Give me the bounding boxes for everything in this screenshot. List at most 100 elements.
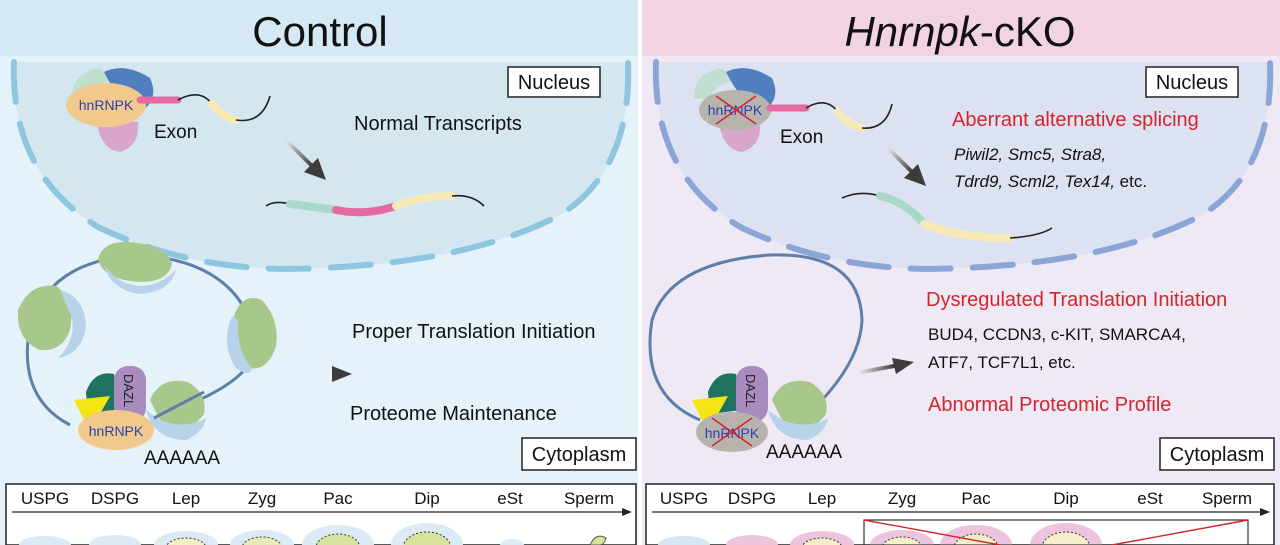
cko-cytoplasm-label-box <box>1159 437 1275 471</box>
control-ribosome-2 <box>17 285 86 358</box>
cko-knockout-cross-cyto <box>711 417 753 447</box>
cko-stage-lep: Lep <box>808 489 836 508</box>
cko-nucleus-lep <box>802 537 842 545</box>
control-stage-est: eSt <box>497 489 523 508</box>
cko-knockout-cross <box>715 95 757 125</box>
control-stage-sperm: Sperm <box>564 489 614 508</box>
control-stage-uspg: USPG <box>21 489 69 508</box>
control-mature-transcript <box>265 192 485 217</box>
control-yellow-factor <box>74 396 110 432</box>
control-exon-label: Exon <box>154 122 197 143</box>
control-cytoplasm-label-box <box>521 437 637 471</box>
cko-splicing-genes-line1: Piwil2, Smc5, Stra8, <box>954 145 1106 164</box>
cko-nucleus-zyg <box>882 536 922 545</box>
cko-exon-yellow <box>834 108 866 132</box>
control-stage-dip: Dip <box>414 489 440 508</box>
control-ribosome-small <box>146 410 206 440</box>
control-dazl-protein <box>114 366 146 422</box>
cko-translation-label: Dysregulated Translation Initiation <box>926 289 1227 311</box>
control-nucleus-fill <box>13 62 629 269</box>
control-stage-labels: USPG DSPG Lep Zyg Pac Dip eSt Sperm <box>21 489 614 508</box>
cko-yellow-factor <box>692 396 728 432</box>
cko-hnrnpk-complex: hnRNPK <box>694 68 776 152</box>
cko-stage-sperm: Sperm <box>1202 489 1252 508</box>
cko-stage-axis-arrowhead <box>1260 508 1270 516</box>
cko-stage-est: eSt <box>1137 489 1163 508</box>
cko-green-subunit <box>694 68 734 100</box>
control-dazl-label: DAZL <box>121 374 136 407</box>
cko-ribosome-small <box>768 410 828 440</box>
control-translation-label: Proper Translation Initiation <box>352 321 595 343</box>
cko-dazl-label: DAZL <box>743 374 758 407</box>
cko-splicing-arrowhead <box>904 164 926 186</box>
control-nucleus-label-box <box>507 66 601 98</box>
cko-aberrant-transcript <box>841 192 1053 242</box>
cko-translation-genes-line2: ATF7, TCF7L1, etc. <box>928 353 1076 372</box>
control-translation-arrowhead <box>332 366 352 382</box>
cko-nucleus-dip <box>1041 531 1091 545</box>
cko-splicing-arrow <box>888 148 914 174</box>
control-cell-dspg <box>89 535 141 545</box>
control-hnrnpk-protein-cyto <box>78 410 154 450</box>
cko-arrest-cross-b <box>1111 519 1249 545</box>
cko-splicing-genes-italic: Tdrd9, Scml2, Tex14, <box>954 172 1115 191</box>
control-header-band <box>0 0 640 56</box>
cko-initiation-complex: DAZL hnRNPK <box>692 366 828 452</box>
cko-nucleus-label-box <box>1145 66 1239 98</box>
cko-stage-dspg: DSPG <box>728 489 776 508</box>
cko-nucleus-fill <box>655 62 1271 269</box>
cko-title-suffix: -cKO <box>980 8 1076 55</box>
cko-stage-dip: Dip <box>1053 489 1079 508</box>
control-nuclear-membrane <box>10 59 632 272</box>
cko-cell-dspg <box>726 535 778 545</box>
control-panel: Control Nucleus hnRNPK Exon Normal Trans… <box>0 0 640 545</box>
control-cell-est <box>500 539 524 545</box>
control-ribosome-1 <box>98 241 176 294</box>
control-nucleus-pac <box>315 533 361 545</box>
cko-polya-label: AAAAAA <box>766 442 842 463</box>
cko-arrest-cross-a <box>863 519 1001 545</box>
cko-translation-arrowhead <box>892 358 914 374</box>
cko-mrna-loop <box>648 253 864 432</box>
cko-cell-uspg <box>658 536 710 545</box>
control-cells <box>19 523 607 545</box>
cko-splicing-label: Aberrant alternative splicing <box>952 109 1199 131</box>
cko-splicing-genes-suffix: etc. <box>1115 172 1147 191</box>
control-exon-yellow <box>208 100 240 124</box>
control-cytoplasm-label: Cytoplasm <box>532 444 626 466</box>
cko-panel: Hnrnpk-cKO Nucleus hnRNPK Exon Aberrant … <box>642 0 1280 545</box>
control-stage-axis-arrowhead <box>622 508 632 516</box>
control-transcripts-label: Normal Transcripts <box>354 113 522 135</box>
control-hnrnpk-label-cyto: hnRNPK <box>89 423 144 439</box>
control-stage-dspg: DSPG <box>91 489 139 508</box>
control-hnrnpk-label: hnRNPK <box>79 97 134 113</box>
cko-translation-arrow <box>860 364 896 374</box>
control-stage-pac: Pac <box>323 489 353 508</box>
cko-stage-zyg: Zyg <box>888 489 916 508</box>
cko-ribosome-large <box>772 380 827 430</box>
cko-nuclear-membrane <box>652 59 1274 272</box>
control-ribosome-3 <box>226 298 277 373</box>
control-hnrnpk-complex: hnRNPK <box>66 68 154 152</box>
control-nucleus-zyg <box>242 536 282 545</box>
control-nucleus-dip <box>402 531 452 545</box>
panel-divider <box>638 0 642 545</box>
cko-stage-uspg: USPG <box>660 489 708 508</box>
control-cell-uspg <box>19 536 71 545</box>
cko-title-gene: Hnrnpk <box>844 8 981 55</box>
control-nucleus-lep <box>166 537 206 545</box>
control-splicing-arrow <box>286 140 314 168</box>
cko-exon-label: Exon <box>780 127 823 148</box>
control-rna-tail <box>235 95 271 122</box>
control-proteome-label: Proteome Maintenance <box>350 403 557 425</box>
cko-header-band <box>642 0 1280 56</box>
cko-nucleus-label: Nucleus <box>1156 72 1228 94</box>
cko-title: Hnrnpk-cKO <box>844 8 1075 55</box>
cko-cells <box>658 523 1102 545</box>
cko-cytoplasm-label: Cytoplasm <box>1170 444 1264 466</box>
control-nucleus-label: Nucleus <box>518 72 590 94</box>
control-stage-zyg: Zyg <box>248 489 276 508</box>
control-stage-lep: Lep <box>172 489 200 508</box>
cko-splicing-genes-line2: Tdrd9, Scml2, Tex14, etc. <box>954 172 1147 191</box>
